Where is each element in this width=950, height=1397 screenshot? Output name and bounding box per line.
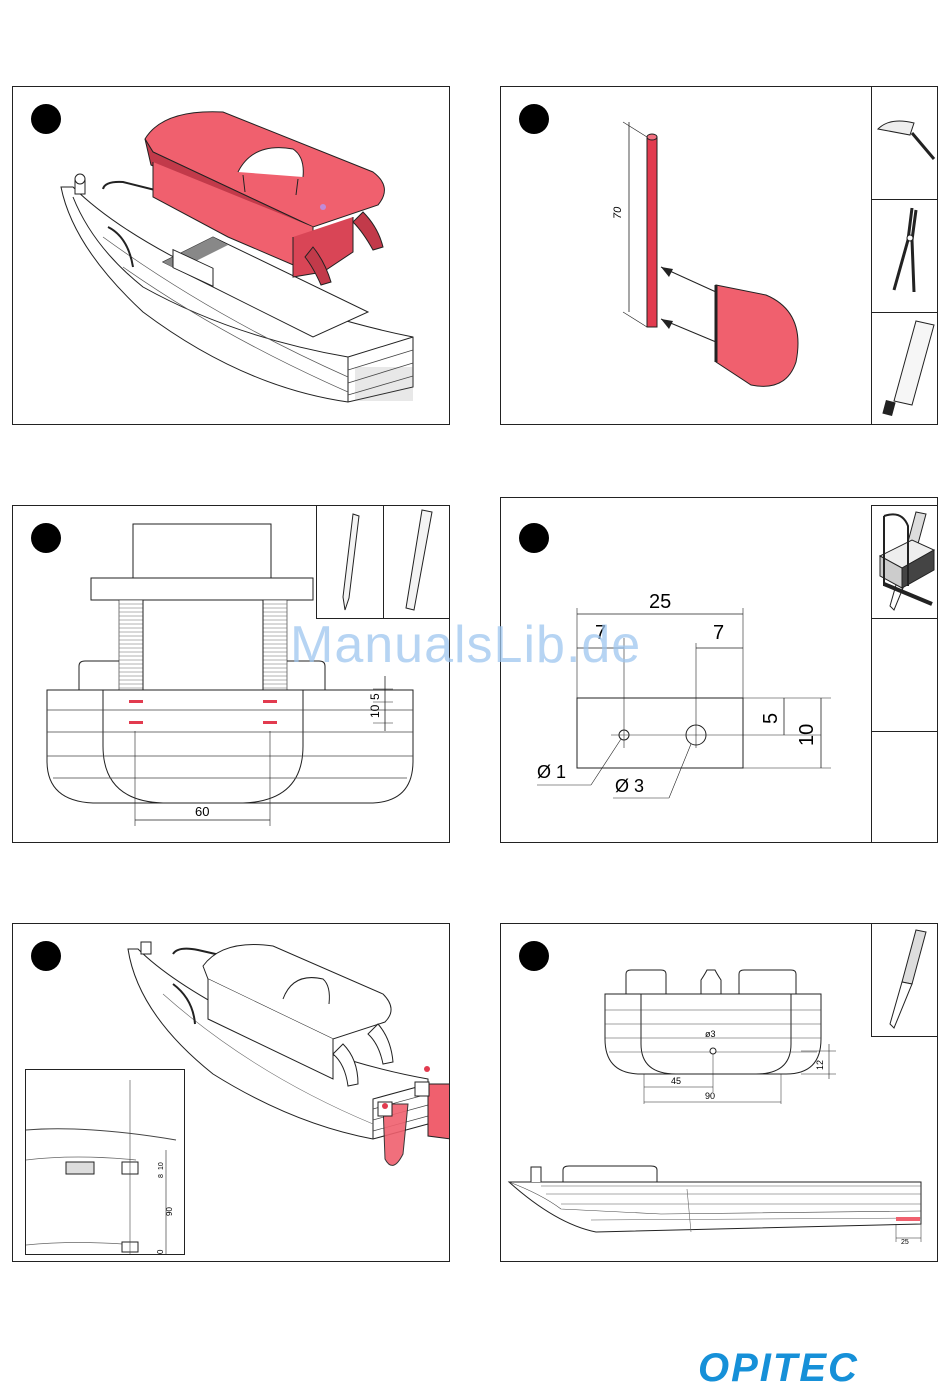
- watermark-text: ManualsLib.de: [290, 615, 641, 675]
- sandpaper-icon: [872, 619, 938, 732]
- step-5-panel: 10 8 90 0: [12, 923, 450, 1262]
- knife-icon: [872, 87, 938, 200]
- opitec-logo: OPITEC: [698, 1346, 859, 1391]
- file-icon: [384, 506, 450, 618]
- right-offset-label: 7: [713, 622, 724, 644]
- rod-length-label: 70: [612, 206, 624, 219]
- hole-height-label: 12: [815, 1060, 825, 1070]
- step-6-panel: ø3 45 90 12 25: [500, 923, 938, 1262]
- drill-icon: [871, 924, 938, 1037]
- inset-dim-c: 90: [165, 1207, 174, 1216]
- tool-row: [316, 506, 450, 619]
- pliers-icon: [872, 200, 938, 313]
- large-hole-label: Ø 3: [615, 776, 644, 796]
- boat-cabin-assembly-illustration: [13, 87, 450, 425]
- saw-icon: [872, 732, 938, 843]
- spacing-dimension-a: 10: [368, 704, 382, 718]
- tool-column: [871, 505, 938, 843]
- tool-column: [871, 87, 938, 425]
- stern-dimension-label: 25: [901, 1239, 909, 1246]
- pencil-icon: [317, 506, 384, 618]
- inset-dim-d: 0: [156, 1249, 165, 1254]
- hole-diameter-label: ø3: [705, 1029, 716, 1039]
- inset-dim-b: 8: [158, 1174, 165, 1178]
- hull-width-label: 90: [705, 1091, 715, 1101]
- glue-icon: [872, 313, 938, 425]
- width-dimension-label: 60: [195, 804, 209, 819]
- detail-inset: 10 8 90 0: [25, 1069, 185, 1255]
- step-2-panel: 70: [500, 86, 938, 425]
- inset-dim-a: 10: [158, 1162, 165, 1170]
- step-1-panel: [12, 86, 450, 425]
- plate-height-label: 10: [796, 724, 818, 746]
- spacing-dimension-b: 5: [368, 693, 382, 700]
- hole-height-label: 5: [760, 713, 782, 724]
- total-length-label: 25: [649, 591, 671, 613]
- small-hole-label: Ø 1: [537, 762, 566, 782]
- half-width-label: 45: [671, 1076, 681, 1086]
